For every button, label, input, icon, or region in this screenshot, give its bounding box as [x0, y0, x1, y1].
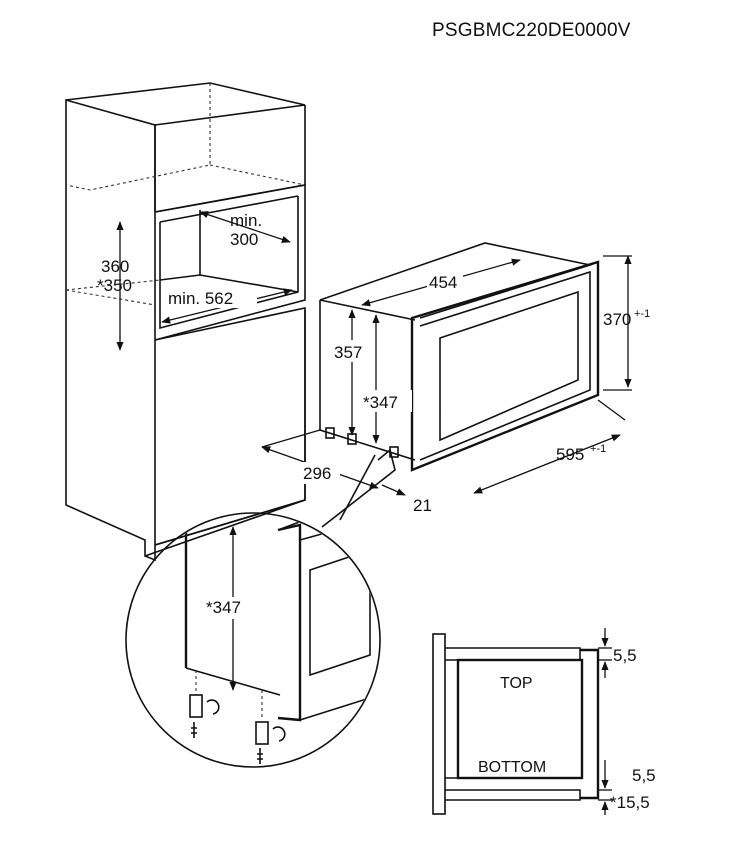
front-offset-label: 21: [413, 496, 432, 515]
depth-label: 454: [429, 273, 457, 292]
body-depth-label: 296: [303, 464, 331, 483]
top-gap-label: 5,5: [613, 646, 637, 665]
tall-cabinet: 360 *350 min. 300 min. 562: [65, 82, 306, 562]
top-label: TOP: [500, 675, 533, 692]
product-code: PSGBMC220DE0000V: [432, 20, 631, 41]
height-tolerance: +-1: [634, 308, 650, 320]
niche-height-label: 360: [101, 257, 129, 276]
bottom-label: BOTTOM: [478, 759, 546, 776]
body-height-alt-label: *347: [363, 393, 398, 412]
niche-height-alt-label: *350: [97, 276, 132, 295]
width-tolerance: +-1: [590, 443, 606, 455]
bottom-offset-label: *15,5: [610, 793, 650, 812]
height-label: 370: [603, 310, 631, 329]
bottom-gap-label: 5,5: [632, 766, 656, 785]
appliance-drawing: 454 370 +-1 357 *347 595 +-1 296: [261, 242, 650, 515]
niche-width-label: min. 562: [168, 289, 233, 308]
section-view: TOP BOTTOM 5,5 5,5 *15,5: [432, 628, 656, 815]
niche-depth-label-1: min.: [230, 211, 262, 230]
niche-depth-label-2: 300: [230, 230, 258, 249]
detail-view: *347: [125, 448, 396, 768]
width-label: 595: [556, 445, 584, 464]
body-height-label: 357: [334, 343, 362, 362]
detail-height-label: *347: [206, 598, 241, 617]
